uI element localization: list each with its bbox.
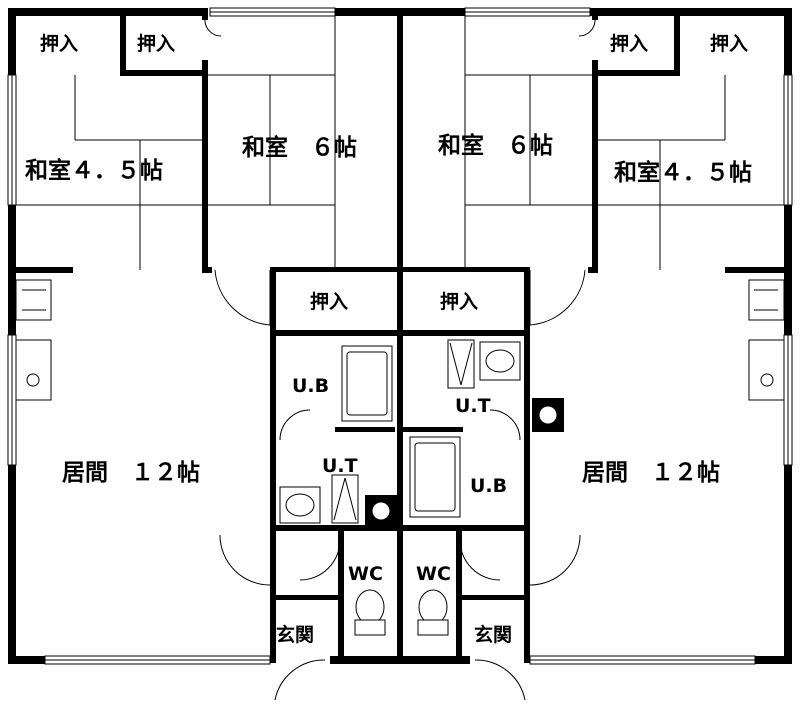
- washer-left: [331, 474, 359, 524]
- label-entrance-left: 玄関: [276, 623, 314, 646]
- label-wc-right: WC: [416, 563, 451, 585]
- washbasin-left: [279, 486, 321, 524]
- kitchen-right: [748, 279, 785, 401]
- kitchen-left: [15, 279, 52, 401]
- label-closet-mid-right: 押入: [440, 290, 478, 313]
- pipe-shaft-right: [538, 405, 558, 425]
- label-living-right: 居間 １２帖: [582, 460, 720, 486]
- washer-right: [447, 339, 475, 389]
- walls: [8, 8, 792, 664]
- label-living-left: 居間 １２帖: [62, 460, 200, 486]
- bathtub-right: [409, 436, 461, 518]
- bathtub-left: [341, 345, 393, 422]
- label-entrance-right: 玄関: [474, 623, 512, 646]
- label-closet-top-left: 押入: [137, 32, 175, 55]
- label-closet-top-right: 押入: [610, 32, 648, 55]
- washbasin-right: [479, 341, 521, 381]
- toilet-left: [354, 589, 386, 636]
- tatami-lines: [12, 14, 788, 270]
- label-washitsu-right-small: 和室４．５帖: [614, 159, 752, 186]
- label-ub-left: U.B: [292, 375, 329, 397]
- label-ub-right: U.B: [470, 475, 507, 497]
- label-closet-top-far-right: 押入: [710, 32, 748, 55]
- label-washitsu-left-small: 和室４．５帖: [25, 157, 163, 184]
- label-closet-mid-left: 押入: [310, 290, 348, 313]
- label-ut-left: U.T: [322, 455, 358, 477]
- pipe-shaft-left: [371, 501, 391, 521]
- label-washitsu-right-large: 和室 ６帖: [438, 132, 553, 159]
- label-washitsu-left-large: 和室 ６帖: [242, 134, 357, 161]
- label-wc-left: WC: [348, 563, 383, 585]
- toilet-right: [417, 589, 449, 636]
- label-ut-right: U.T: [455, 395, 491, 417]
- label-closet-top-far-left: 押入: [40, 32, 78, 55]
- door-swings: [204, 19, 596, 701]
